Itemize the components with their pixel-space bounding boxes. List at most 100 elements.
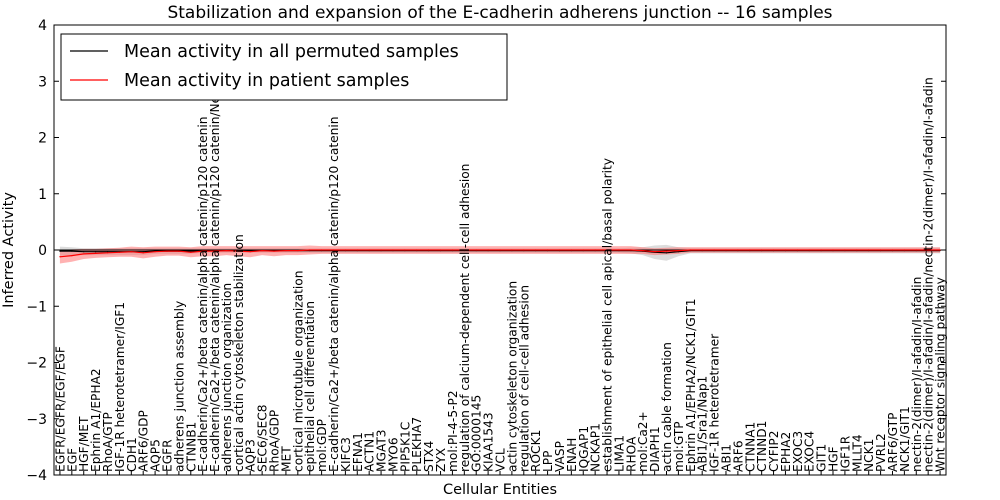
point-permuted: [142, 251, 144, 253]
point-patient: [463, 249, 465, 251]
point-patient: [213, 250, 216, 252]
x-category-label: establishment of epithelial cell apical/…: [601, 158, 615, 472]
point-patient: [499, 249, 501, 251]
point-patient: [392, 249, 394, 251]
x-category-label: actin cable formation: [660, 342, 674, 472]
point-patient: [927, 249, 929, 251]
x-category-label: mol:PI-4-5-P2: [446, 390, 460, 472]
x-category-label: LIMA1: [612, 435, 626, 472]
point-patient: [939, 249, 941, 251]
point-patient: [285, 249, 287, 252]
x-category-label: MLLT4: [850, 434, 864, 472]
x-category-label: nectin-2(dimer)/I-afadin/I-afadin: [910, 277, 924, 472]
point-patient: [749, 249, 751, 251]
chart-title: Stabilization and expansion of the E-cad…: [167, 3, 832, 23]
x-category-label: IGF-1R heterotetramer/IGF1: [113, 302, 127, 472]
x-category-label: AQP5: [149, 439, 163, 472]
x-category-label: epithelial cell differentiation: [303, 301, 317, 472]
point-patient: [915, 249, 917, 251]
x-category-label: CYFIP2: [767, 431, 781, 472]
y-tick-label: −2: [26, 356, 47, 372]
point-patient: [225, 249, 228, 252]
x-category-label: ACTN1: [363, 431, 377, 472]
x-category-label: AQP3: [244, 439, 258, 472]
point-patient: [677, 249, 680, 252]
x-category-label: VCL: [494, 448, 508, 472]
legend: Mean activity in all permuted samples Me…: [60, 33, 508, 101]
x-category-label: STX4: [422, 440, 436, 472]
point-patient: [166, 250, 168, 252]
x-category-label: IGF1R: [838, 435, 852, 472]
x-category-label: regulation of cell-cell adhesion: [517, 285, 531, 472]
point-patient: [71, 255, 73, 257]
x-category-label: MGAT3: [375, 429, 389, 472]
x-category-label: HGF: [827, 446, 841, 472]
point-patient: [879, 249, 882, 251]
x-category-label: nectin-2(dimer)/I-afadin/I-afadin/nectin…: [922, 77, 936, 472]
point-patient: [487, 249, 489, 251]
x-category-label: GIT1: [815, 444, 829, 472]
x-category-label: RhoA/GTP: [101, 412, 115, 472]
y-axis-title: Inferred Activity: [1, 192, 17, 308]
point-patient: [95, 252, 97, 254]
x-category-label: ARF6/GDP: [137, 410, 151, 472]
y-tick-label: −4: [26, 468, 47, 484]
x-category-label: actin cytoskeleton organization: [505, 281, 519, 472]
point-patient: [535, 249, 537, 251]
point-patient: [891, 249, 894, 251]
x-category-label: mol:GDP: [315, 419, 329, 472]
point-patient: [761, 249, 763, 251]
point-patient: [808, 249, 810, 251]
x-category-label: Wnt receptor signaling pathway: [934, 277, 948, 472]
point-patient: [475, 249, 477, 251]
x-category-label: EXOC3: [791, 431, 805, 472]
x-category-label: E-cadherin/Ca2+/beta catenin/alpha caten…: [327, 117, 341, 472]
y-tick-label: 2: [38, 131, 47, 147]
x-category-label: GO:0000145: [470, 395, 484, 472]
y-tick-label: −3: [26, 412, 47, 428]
x-category-label: EGFR: [161, 439, 175, 472]
x-category-label: NCK1: [862, 439, 876, 472]
point-permuted: [677, 251, 680, 253]
point-patient: [344, 249, 346, 251]
legend-frame: [60, 33, 508, 101]
x-category-label: CTNNA1: [743, 422, 757, 472]
point-patient: [523, 249, 525, 251]
point-patient: [832, 249, 834, 251]
x-category-label: EPHA2: [779, 432, 793, 472]
point-permuted: [95, 251, 97, 253]
x-category-label: Ephrin A1/EPHA2/NCK1/GIT1: [684, 299, 698, 472]
point-patient: [654, 251, 656, 253]
x-category-label: adherens junction organization: [220, 283, 234, 472]
x-category-label: ZYX: [434, 448, 448, 472]
point-patient: [368, 249, 370, 251]
x-category-label: EXOC4: [803, 431, 817, 472]
point-patient: [332, 249, 335, 251]
point-patient: [546, 249, 549, 251]
point-patient: [380, 249, 382, 251]
x-category-label: ABI1/Sra1/Nap1: [696, 376, 710, 472]
point-patient: [618, 249, 620, 251]
point-patient: [772, 249, 775, 251]
x-category-label: E-cadherin/Ca2+/beta catenin/alpha caten…: [196, 117, 210, 472]
point-patient: [856, 249, 858, 251]
x-category-label: Ephrin A1/EPHA2: [89, 368, 103, 472]
point-patient: [701, 249, 703, 251]
point-patient: [868, 249, 870, 251]
point-patient: [582, 249, 584, 251]
point-patient: [309, 249, 311, 251]
point-permuted: [83, 251, 85, 253]
point-patient: [665, 250, 668, 252]
point-patient: [416, 249, 418, 251]
point-patient: [713, 249, 715, 251]
x-category-label: MYO6: [387, 437, 401, 472]
point-patient: [249, 251, 251, 253]
x-category-label: RHOA: [624, 436, 638, 472]
x-category-label: IQGAP1: [577, 426, 591, 472]
x-category-label: ABI1: [720, 444, 734, 472]
x-category-label: EGF: [65, 448, 79, 472]
x-category-label: ARF6: [731, 440, 745, 472]
point-patient: [630, 249, 632, 251]
point-patient: [844, 249, 846, 251]
point-patient: [796, 249, 798, 251]
